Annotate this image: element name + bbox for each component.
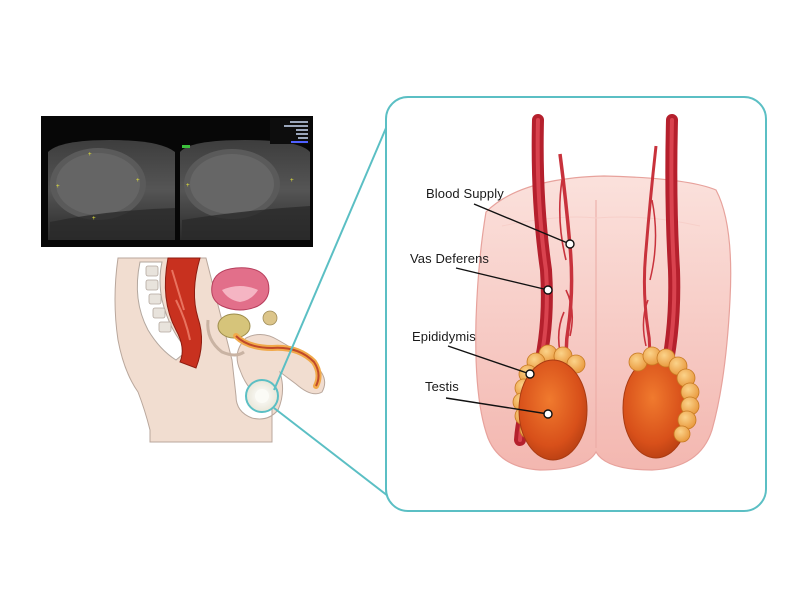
ultrasound-overlay-text <box>182 118 310 148</box>
marker-testis <box>543 409 553 419</box>
marker-vas-deferens <box>543 285 553 295</box>
leader-epididymis <box>447 345 531 375</box>
leader-blood-supply <box>473 203 571 245</box>
label-blood-supply: Blood Supply <box>426 186 504 201</box>
zoom-connector <box>245 127 389 497</box>
marker-blood-supply <box>565 239 575 249</box>
svg-text:+: + <box>88 151 92 158</box>
epididymis-right <box>628 346 700 443</box>
ultrasound-image: + + + + + + <box>41 116 313 247</box>
label-testis: Testis <box>425 379 459 394</box>
label-vas-deferens: Vas Deferens <box>410 251 489 266</box>
label-epididymis: Epididymis <box>412 329 476 344</box>
svg-text:+: + <box>92 215 96 222</box>
leader-vas-deferens <box>455 267 549 291</box>
leader-testis <box>445 397 549 415</box>
svg-text:+: + <box>136 177 140 184</box>
svg-text:+: + <box>56 183 60 190</box>
pelvis-cross-section <box>114 257 326 443</box>
svg-text:+: + <box>290 177 294 184</box>
svg-text:+: + <box>186 182 190 189</box>
marker-epididymis <box>525 369 535 379</box>
testes-anatomy <box>475 114 732 471</box>
